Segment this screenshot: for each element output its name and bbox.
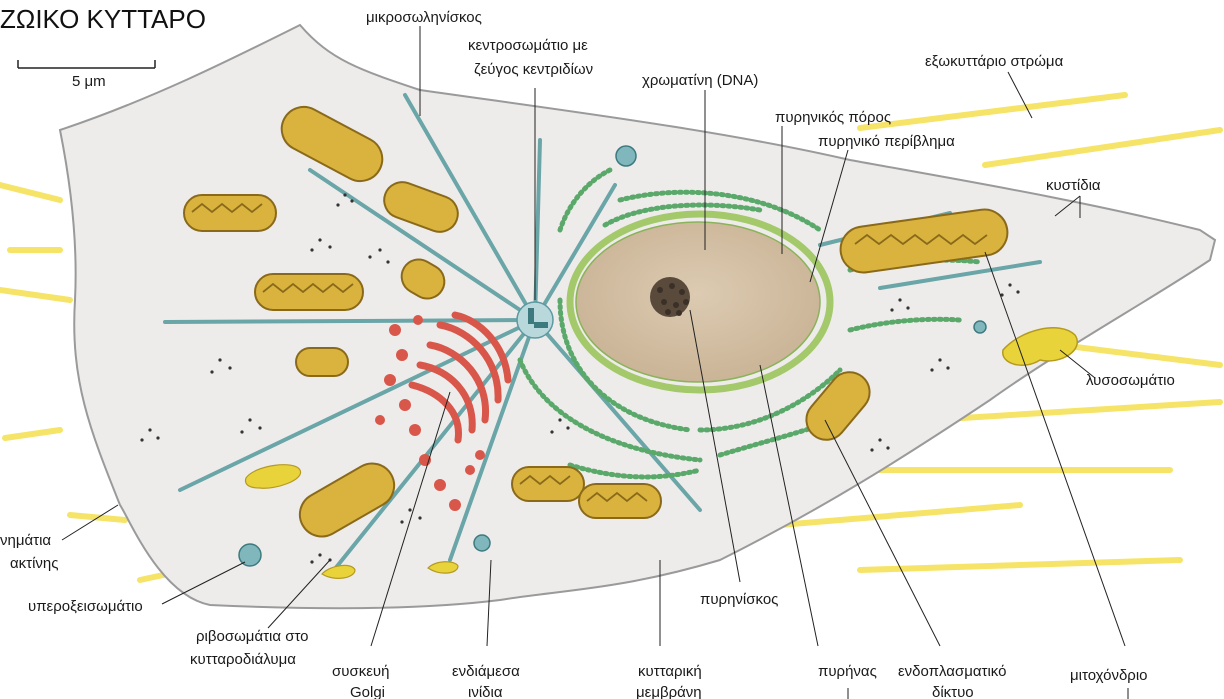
label-ribosomes-line1: ριβοσωμάτια στο — [196, 628, 309, 645]
label-er-line1: ενδοπλασματικό — [898, 663, 1006, 680]
label-extracellular-matrix: εξωκυττάριο στρώμα — [925, 53, 1064, 70]
nucleus — [576, 222, 820, 382]
label-microtubule: μικροσωληνίσκος — [366, 9, 482, 26]
nucleolus — [650, 277, 690, 317]
label-nuclear-pore: πυρηνικός πόρος — [775, 109, 891, 126]
label-centrosome-line1: κεντροσωμάτιο με — [468, 37, 588, 54]
scale-bar — [18, 60, 155, 68]
label-chromatin: χρωματίνη (DNA) — [642, 72, 758, 89]
label-er-line2: δίκτυο — [932, 684, 974, 699]
centrosome — [517, 302, 553, 338]
label-golgi-line2: Golgi — [350, 684, 385, 699]
label-actin-line1: νημάτια — [0, 532, 51, 549]
label-nuclear-envelope: πυρηνικό περίβλημα — [818, 133, 955, 150]
label-golgi-line1: συσκευή — [332, 663, 389, 680]
diagram-title: ΖΩΙΚΟ ΚΥΤΤΑΡΟ — [0, 4, 206, 34]
label-nucleus: πυρήνας — [818, 663, 877, 680]
scale-bar-label: 5 μm — [72, 73, 106, 90]
label-vesicles: κυστίδια — [1046, 177, 1101, 194]
label-intermediate-line1: ενδιάμεσα — [452, 663, 520, 680]
label-lysosome: λυσοσωμάτιο — [1086, 372, 1175, 389]
label-cell-membrane-line2: μεμβράνη — [636, 684, 702, 699]
label-centrosome-line2: ζεύγος κεντριδίων — [474, 61, 593, 78]
label-mitochondrion: μιτοχόνδριο — [1070, 667, 1148, 684]
label-peroxisome: υπεροξεισωμάτιο — [28, 598, 143, 615]
label-intermediate-line2: ινίδια — [468, 684, 503, 699]
label-nucleolus: πυρηνίσκος — [700, 591, 778, 608]
label-actin-line2: ακτίνης — [10, 555, 59, 572]
label-ribosomes-line2: κυτταροδιάλυμα — [190, 651, 296, 668]
label-cell-membrane-line1: κυτταρική — [638, 663, 702, 680]
